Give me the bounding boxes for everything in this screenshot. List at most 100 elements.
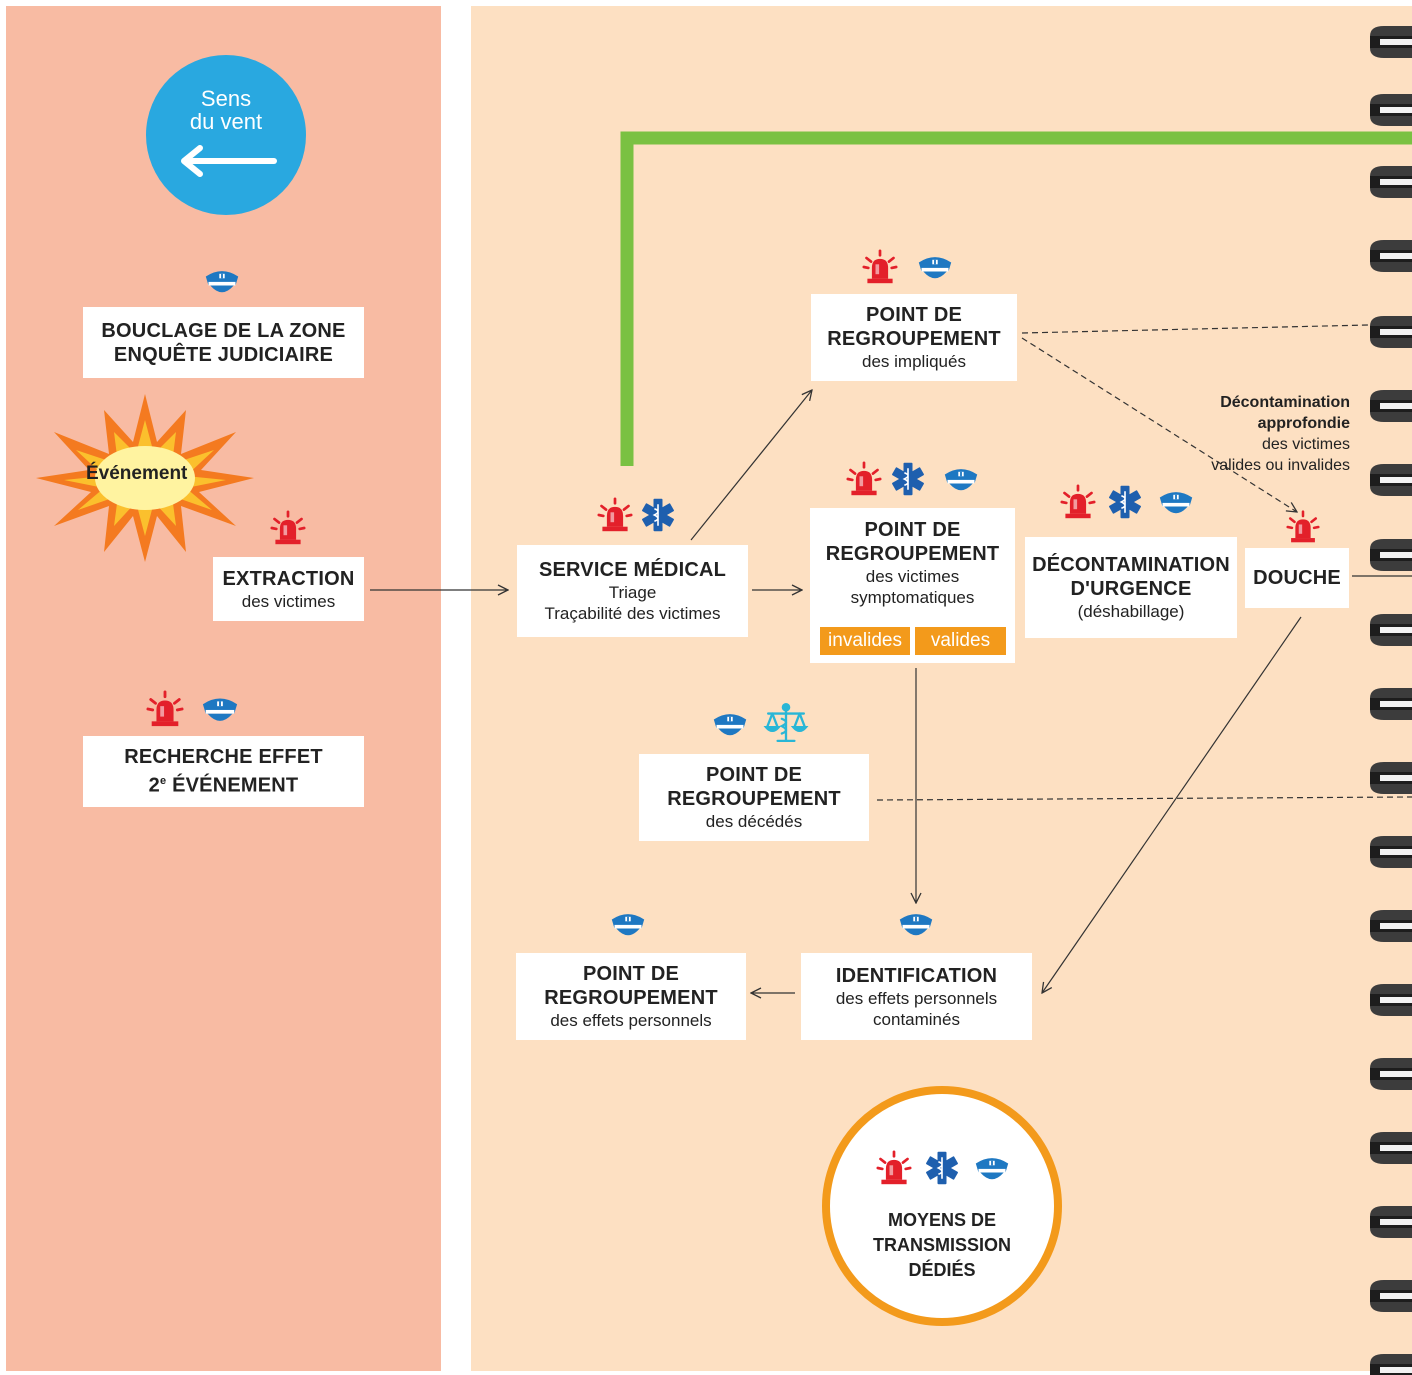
pr-impliques-title-line2: REGROUPEMENT: [827, 328, 1001, 350]
transmission-text: MOYENS DE TRANSMISSION DÉDIÉS: [830, 1208, 1054, 1283]
spiral-binding-icon: [1370, 1354, 1412, 1375]
spiral-binding-icon: [1370, 1132, 1412, 1164]
event-label: Événement: [86, 463, 188, 484]
star-of-life-icon: [924, 1150, 960, 1186]
police-cap-icon: [204, 263, 240, 299]
pr-effets-subtitle: des effets personnels: [550, 1011, 712, 1030]
spiral-binding-icon: [1370, 984, 1412, 1016]
dashed-impliques-to-edge: [1021, 323, 1412, 334]
transmission-badge: MOYENS DE TRANSMISSION DÉDIÉS: [822, 1086, 1062, 1326]
transmission-line2: TRANSMISSION: [872, 1235, 1011, 1255]
recherche-title-superscript: e: [159, 775, 167, 788]
pr-victimes-title-line1: POINT DE: [864, 519, 961, 541]
dashed-decedes-to-edge: [876, 796, 1412, 801]
arrow-douche-to-identification: [1042, 616, 1302, 993]
node-pr-effets: POINT DE REGROUPEMENT des effets personn…: [516, 953, 746, 1040]
siren-icon: [270, 510, 306, 546]
decon-urgence-subtitle: (déshabillage): [1077, 602, 1185, 621]
wind-direction-badge: Sens du vent: [146, 55, 306, 215]
police-cap-icon: [941, 461, 981, 497]
green-boundary-line: [620, 131, 1412, 466]
police-cap-icon: [710, 706, 750, 742]
pr-victimes-title-line2: REGROUPEMENT: [825, 543, 1000, 565]
star-of-life-icon: [890, 461, 926, 497]
left-arrow-icon: [181, 145, 277, 177]
arrow-medical-to-impliques: [690, 390, 812, 541]
siren-icon: [862, 249, 898, 285]
service-medical-sub1: Triage: [608, 583, 657, 602]
node-decon-urgence: DÉCONTAMINATION D'URGENCE (déshabillage): [1025, 537, 1237, 638]
spiral-binding-icon: [1370, 240, 1412, 272]
extraction-title: EXTRACTION: [222, 567, 355, 590]
spiral-binding-icon: [1370, 762, 1412, 794]
siren-icon: [1286, 510, 1320, 544]
node-recherche: RECHERCHE EFFET 2e ÉVÉNEMENT: [83, 736, 364, 807]
recherche-title-number: 2: [148, 774, 160, 797]
node-extraction: EXTRACTION des victimes: [213, 557, 364, 621]
pr-victimes-sub2: symptomatiques: [850, 588, 975, 607]
wind-label-line1: Sens: [200, 86, 252, 111]
node-identification: IDENTIFICATION des effets personnels con…: [801, 953, 1032, 1040]
node-douche: DOUCHE: [1245, 548, 1349, 608]
pr-effets-title-line2: REGROUPEMENT: [544, 987, 718, 1009]
tag-valides: valides: [915, 627, 1006, 655]
transmission-line3: DÉDIÉS: [908, 1260, 976, 1280]
spiral-binding-icon: [1370, 614, 1412, 646]
siren-icon: [597, 497, 633, 533]
decon-urgence-title-line2: D'URGENCE: [1070, 578, 1192, 600]
service-medical-title: SERVICE MÉDICAL: [538, 559, 727, 581]
decontamination-approfondie-label: Décontamination approfondie des victimes…: [1211, 392, 1350, 476]
spiral-binding-icon: [1370, 539, 1412, 571]
node-bouclage: BOUCLAGE DE LA ZONE ENQUÊTE JUDICIAIRE: [83, 307, 364, 378]
spiral-binding: [1370, 26, 1412, 1375]
spiral-binding-icon: [1370, 688, 1412, 720]
spiral-binding-icon: [1370, 836, 1412, 868]
spiral-binding-icon: [1370, 166, 1412, 198]
spiral-binding-icon: [1370, 316, 1412, 348]
extraction-subtitle: des victimes: [241, 591, 336, 611]
star-of-life-icon: [640, 497, 676, 533]
spiral-binding-icon: [1370, 910, 1412, 942]
identification-sub2: contaminés: [873, 1009, 960, 1029]
siren-icon: [846, 461, 882, 497]
decon-label-line1: Décontamination: [1220, 394, 1350, 411]
pr-victimes-sub1: des victimes: [865, 567, 960, 586]
spiral-binding-icon: [1370, 1206, 1412, 1238]
identification-title: IDENTIFICATION: [835, 964, 998, 987]
transmission-line1: MOYENS DE: [887, 1210, 997, 1230]
siren-icon: [146, 690, 184, 728]
service-medical-sub2: Traçabilité des victimes: [544, 604, 721, 623]
bouclage-title-line2: ENQUÊTE JUDICIAIRE: [113, 343, 334, 366]
node-pr-decedes: POINT DE REGROUPEMENT des décédés: [639, 754, 869, 841]
pr-effets-title-line1: POINT DE: [582, 963, 680, 985]
pr-impliques-title-line1: POINT DE: [865, 304, 963, 326]
decon-label-line2: approfondie: [1257, 415, 1350, 432]
scales-of-justice-icon: [762, 702, 810, 744]
spiral-binding-icon: [1370, 94, 1412, 126]
pr-decedes-title-line2: REGROUPEMENT: [667, 788, 841, 810]
siren-icon: [876, 1150, 912, 1186]
decon-urgence-title-line1: DÉCONTAMINATION: [1032, 554, 1230, 576]
spiral-binding-icon: [1370, 26, 1412, 58]
decon-label-line3: des victimes: [1261, 436, 1350, 453]
douche-title: DOUCHE: [1253, 567, 1341, 589]
police-cap-icon: [915, 249, 955, 285]
police-cap-icon: [972, 1150, 1012, 1186]
wind-label-line2: du vent: [189, 109, 263, 134]
dashed-impliques-to-douche: [1021, 337, 1297, 512]
recherche-title-line2: 2e ÉVÉNEMENT: [149, 769, 299, 798]
hot-zone: [6, 6, 441, 1371]
police-cap-icon: [200, 690, 240, 728]
police-cap-icon: [896, 906, 936, 942]
spiral-binding-icon: [1370, 1058, 1412, 1090]
pr-impliques-subtitle: des impliqués: [862, 352, 966, 371]
siren-icon: [1060, 484, 1096, 520]
bouclage-title-line1: BOUCLAGE DE LA ZONE: [101, 319, 346, 342]
tag-invalides: invalides: [820, 627, 910, 655]
recherche-title-rest: ÉVÉNEMENT: [166, 774, 299, 797]
identification-sub1: des effets personnels: [835, 988, 998, 1008]
spiral-binding-icon: [1370, 390, 1412, 422]
recherche-title-line1: RECHERCHE EFFET: [124, 746, 323, 769]
pr-decedes-subtitle: des décédés: [705, 812, 803, 831]
